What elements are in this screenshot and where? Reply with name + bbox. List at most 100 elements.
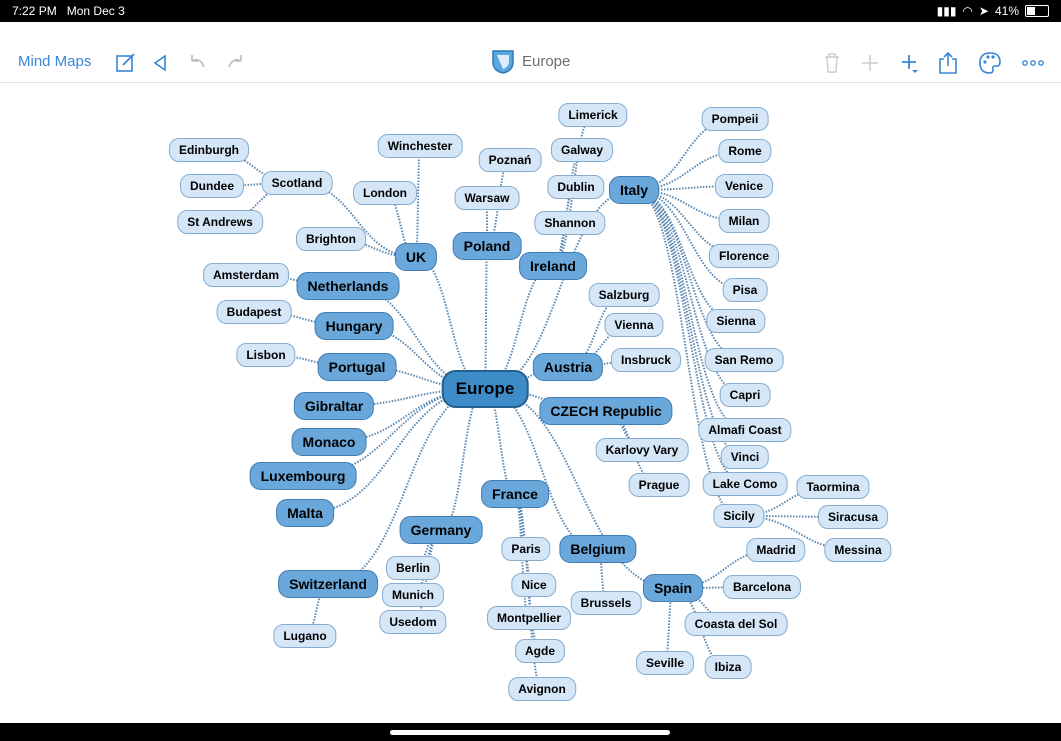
node-galway[interactable]: Galway bbox=[550, 138, 614, 162]
node-vinci[interactable]: Vinci bbox=[720, 445, 770, 469]
undo-icon[interactable] bbox=[186, 51, 210, 75]
node-rome[interactable]: Rome bbox=[718, 139, 772, 163]
more-icon[interactable] bbox=[1021, 51, 1045, 75]
node-winchester[interactable]: Winchester bbox=[377, 134, 463, 158]
node-madrid[interactable]: Madrid bbox=[746, 538, 806, 562]
redo-icon[interactable] bbox=[223, 51, 247, 75]
node-nice[interactable]: Nice bbox=[511, 573, 557, 597]
status-right: ▮▮▮ ◠ ➤ 41% bbox=[937, 4, 1049, 18]
node-almafi-coast[interactable]: Almafi Coast bbox=[698, 418, 792, 442]
trash-icon[interactable] bbox=[820, 51, 844, 75]
node-budapest[interactable]: Budapest bbox=[216, 300, 292, 324]
node-brussels[interactable]: Brussels bbox=[570, 591, 642, 615]
node-lake-como[interactable]: Lake Como bbox=[702, 472, 788, 496]
node-london[interactable]: London bbox=[353, 181, 417, 205]
node-limerick[interactable]: Limerick bbox=[558, 103, 628, 127]
node-malta[interactable]: Malta bbox=[276, 499, 334, 527]
node-netherlands[interactable]: Netherlands bbox=[296, 272, 400, 300]
node-germany[interactable]: Germany bbox=[399, 516, 483, 544]
link-italy-sicily bbox=[633, 189, 740, 517]
node-taormina[interactable]: Taormina bbox=[796, 475, 870, 499]
node-switzerland[interactable]: Switzerland bbox=[278, 570, 378, 598]
node-florence[interactable]: Florence bbox=[708, 244, 780, 268]
node-vienna[interactable]: Vienna bbox=[604, 313, 664, 337]
node-montpellier[interactable]: Montpellier bbox=[486, 606, 572, 630]
compose-icon[interactable] bbox=[114, 51, 138, 75]
node-edinburgh[interactable]: Edinburgh bbox=[169, 138, 249, 162]
node-warsaw[interactable]: Warsaw bbox=[454, 186, 520, 210]
node-ireland[interactable]: Ireland bbox=[519, 252, 587, 280]
node-sienna[interactable]: Sienna bbox=[706, 309, 766, 333]
node-gibraltar[interactable]: Gibraltar bbox=[293, 392, 375, 420]
node-belgium[interactable]: Belgium bbox=[559, 535, 637, 563]
node-insbruck[interactable]: Insbruck bbox=[610, 348, 682, 372]
node-berlin[interactable]: Berlin bbox=[385, 556, 441, 580]
signal-icon: ▮▮▮ bbox=[936, 4, 957, 18]
node-lugano[interactable]: Lugano bbox=[273, 624, 337, 648]
node-pompeii[interactable]: Pompeii bbox=[701, 107, 769, 131]
node-monaco[interactable]: Monaco bbox=[291, 428, 367, 456]
node-st-andrews[interactable]: St Andrews bbox=[177, 210, 263, 234]
node-poland[interactable]: Poland bbox=[452, 232, 522, 260]
node-messina[interactable]: Messina bbox=[824, 538, 892, 562]
share-icon[interactable] bbox=[936, 51, 960, 75]
battery-icon bbox=[1025, 5, 1049, 17]
node-amsterdam[interactable]: Amsterdam bbox=[202, 263, 290, 287]
node-milan[interactable]: Milan bbox=[718, 209, 770, 233]
node-salzburg[interactable]: Salzburg bbox=[588, 283, 660, 307]
node-prague[interactable]: Prague bbox=[628, 473, 690, 497]
node-lisbon[interactable]: Lisbon bbox=[236, 343, 296, 367]
node-dublin[interactable]: Dublin bbox=[547, 175, 605, 199]
home-indicator[interactable] bbox=[390, 730, 670, 735]
battery-percent: 41% bbox=[994, 4, 1019, 18]
node-scotland[interactable]: Scotland bbox=[261, 171, 333, 195]
add-child-icon[interactable] bbox=[897, 51, 921, 75]
node-france[interactable]: France bbox=[481, 480, 549, 508]
back-triangle-icon[interactable] bbox=[149, 51, 173, 75]
node-dundee[interactable]: Dundee bbox=[179, 174, 245, 198]
link-italy-florence bbox=[633, 189, 745, 257]
node-karlovy-vary[interactable]: Karlovy Vary bbox=[595, 438, 689, 462]
node-ibiza[interactable]: Ibiza bbox=[704, 655, 752, 679]
node-brighton[interactable]: Brighton bbox=[296, 227, 366, 251]
plus-icon[interactable] bbox=[858, 51, 882, 75]
mind-maps-back-button[interactable]: Mind Maps bbox=[18, 53, 92, 70]
node-capri[interactable]: Capri bbox=[719, 383, 771, 407]
node-uk[interactable]: UK bbox=[394, 243, 438, 271]
palette-icon[interactable] bbox=[978, 51, 1002, 75]
node-pozna[interactable]: Poznań bbox=[478, 148, 542, 172]
link-austria-insbruck bbox=[567, 359, 647, 368]
title-text: Europe bbox=[522, 52, 571, 70]
node-seville[interactable]: Seville bbox=[635, 651, 695, 675]
node-europe[interactable]: Europe bbox=[441, 370, 529, 408]
status-time: 7:22 PM Mon Dec 3 bbox=[12, 4, 125, 18]
node-portugal[interactable]: Portugal bbox=[317, 353, 397, 381]
node-paris[interactable]: Paris bbox=[501, 537, 551, 561]
map-shield-icon bbox=[492, 50, 514, 74]
link-italy-lake-como bbox=[633, 189, 746, 485]
node-hungary[interactable]: Hungary bbox=[314, 312, 394, 340]
node-munich[interactable]: Munich bbox=[382, 583, 444, 607]
node-agde[interactable]: Agde bbox=[515, 639, 565, 663]
node-coasta-del-sol[interactable]: Coasta del Sol bbox=[684, 612, 788, 636]
node-avignon[interactable]: Avignon bbox=[508, 677, 576, 701]
node-san-remo[interactable]: San Remo bbox=[704, 348, 784, 372]
node-barcelona[interactable]: Barcelona bbox=[722, 575, 802, 599]
node-italy[interactable]: Italy bbox=[608, 176, 660, 204]
node-czech-republic[interactable]: CZECH Republic bbox=[539, 397, 673, 425]
document-title[interactable]: Europe bbox=[490, 48, 570, 74]
node-luxembourg[interactable]: Luxembourg bbox=[249, 462, 357, 490]
node-austria[interactable]: Austria bbox=[532, 353, 604, 381]
node-sicily[interactable]: Sicily bbox=[713, 504, 765, 528]
node-shannon[interactable]: Shannon bbox=[534, 211, 606, 235]
node-pisa[interactable]: Pisa bbox=[722, 278, 768, 302]
link-scotland-dundee bbox=[211, 182, 298, 187]
wifi-icon: ◠ bbox=[962, 4, 973, 18]
node-venice[interactable]: Venice bbox=[714, 174, 774, 198]
node-spain[interactable]: Spain bbox=[642, 574, 704, 602]
node-siracusa[interactable]: Siracusa bbox=[817, 505, 889, 529]
link-uk-winchester bbox=[415, 145, 421, 258]
node-usedom[interactable]: Usedom bbox=[379, 610, 447, 634]
